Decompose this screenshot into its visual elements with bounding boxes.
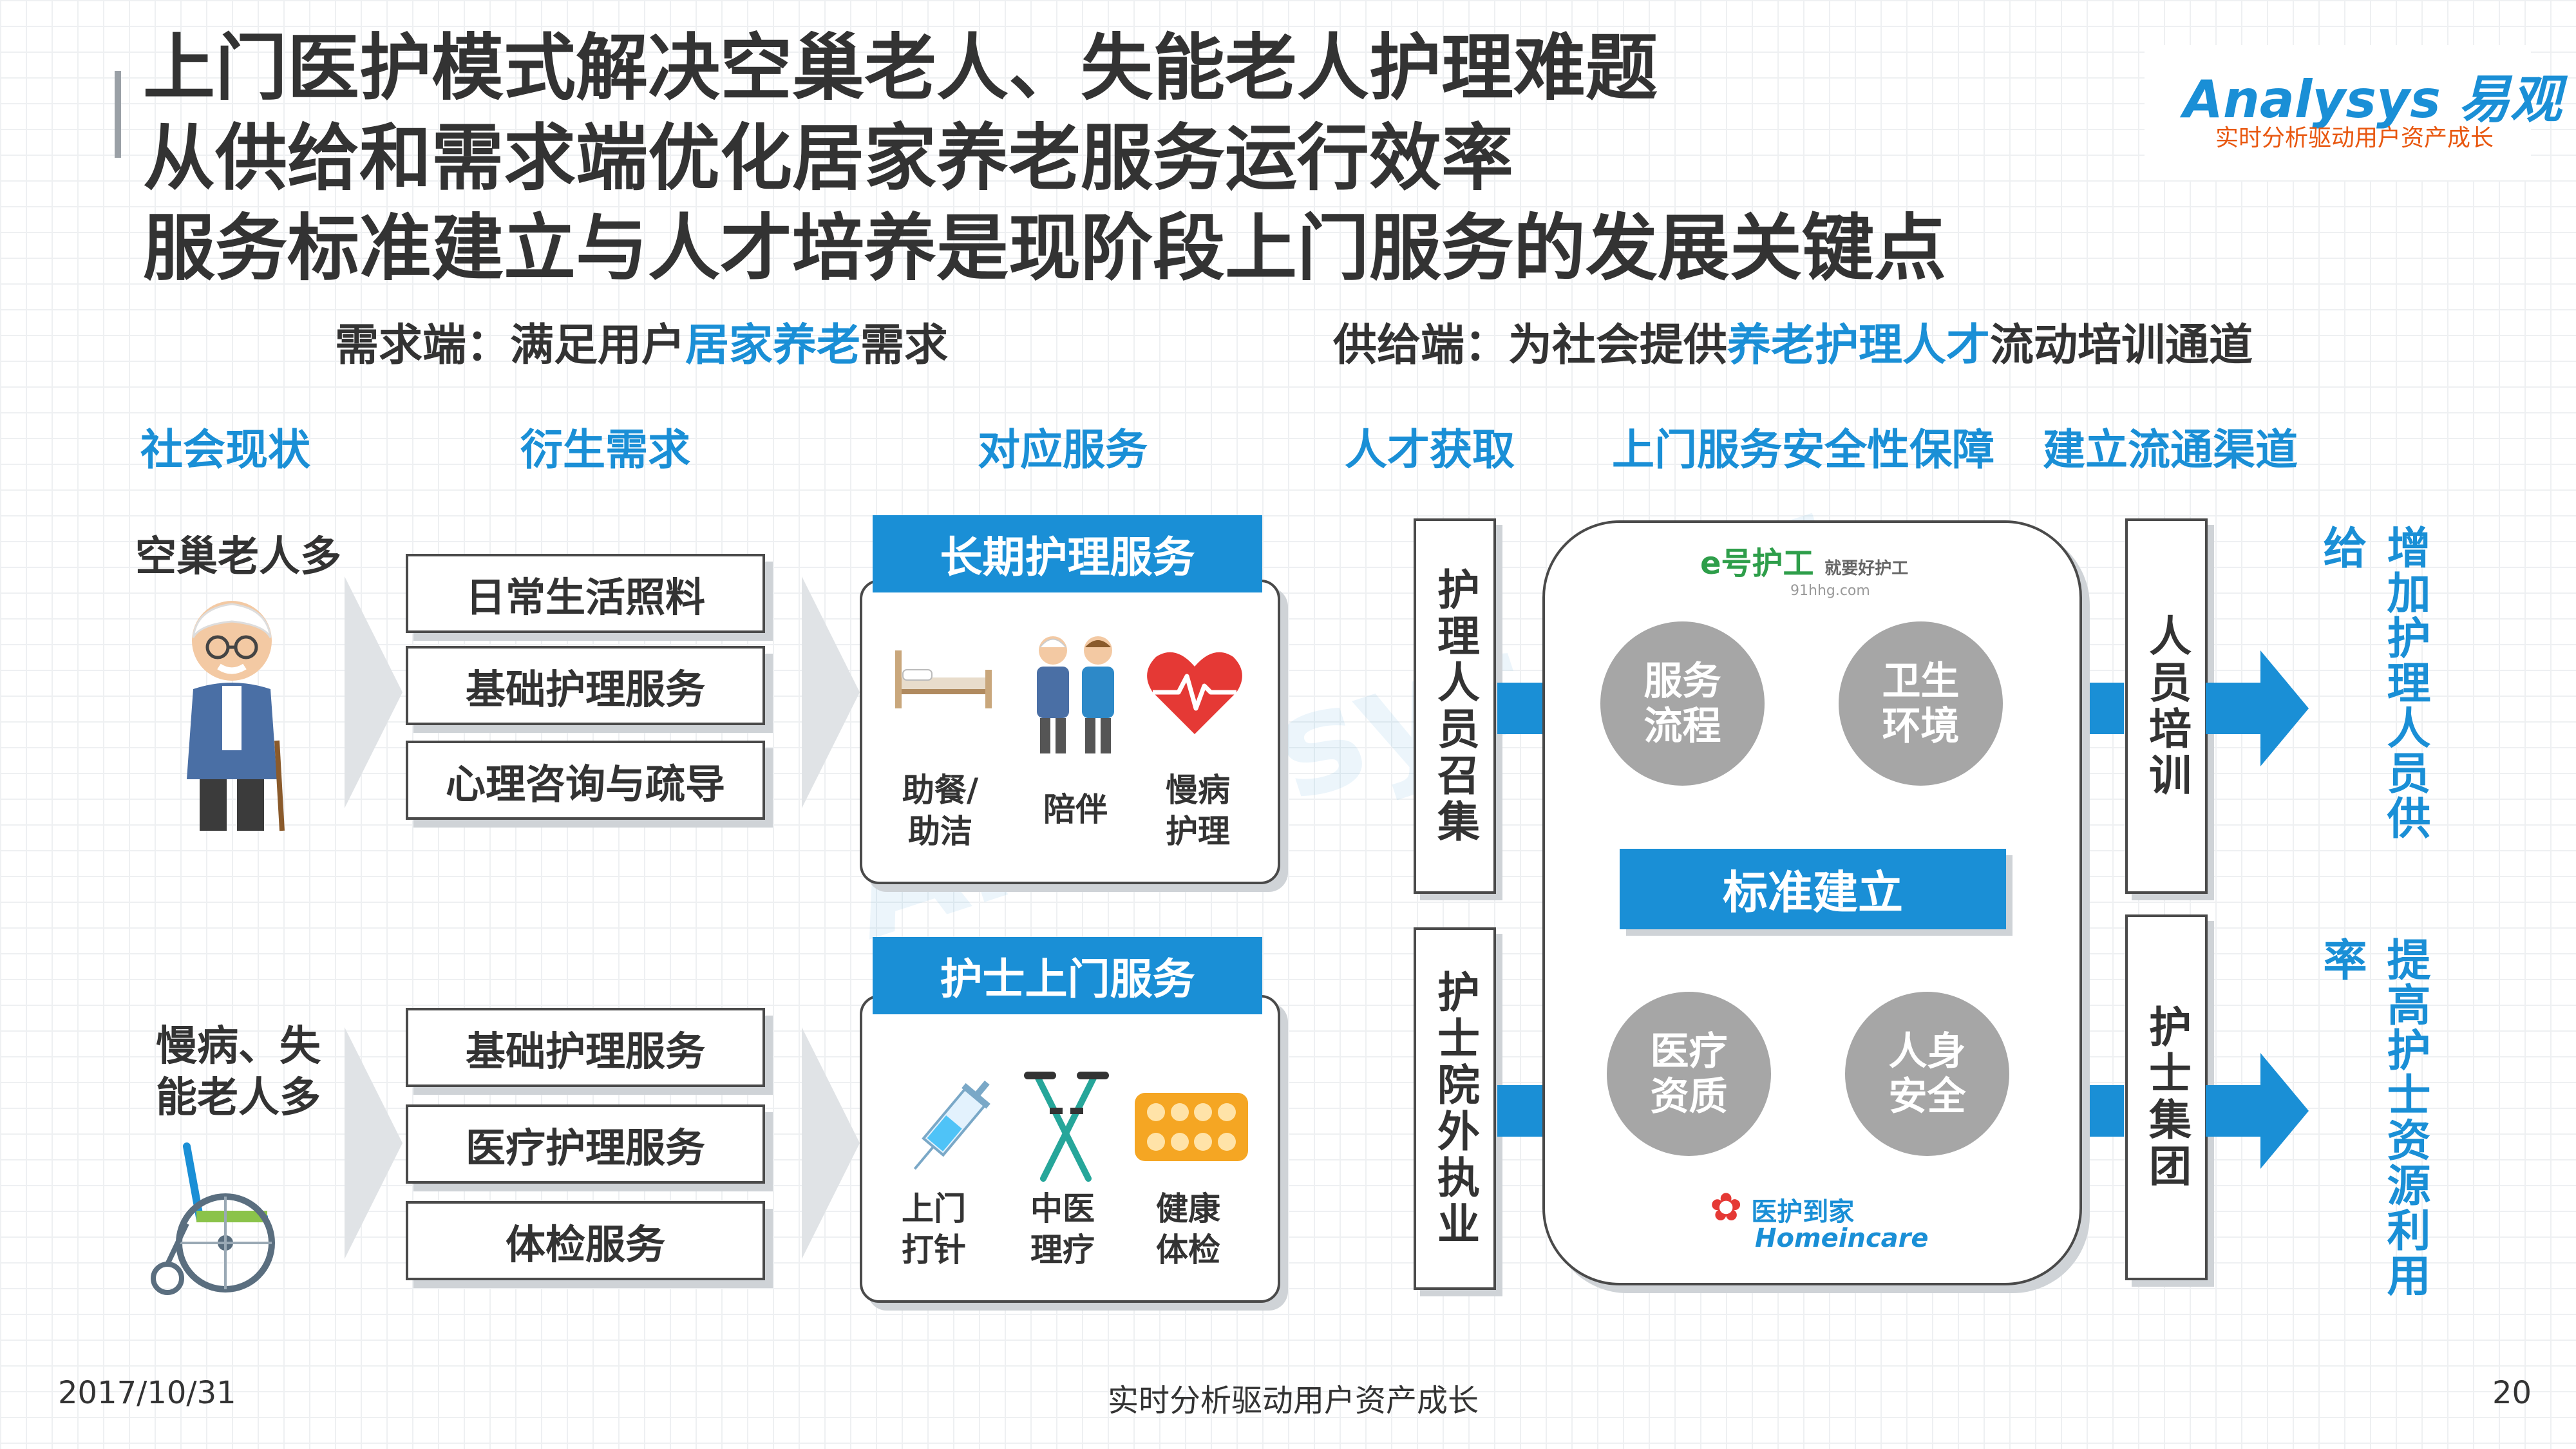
column-channels: 建立流通渠道 <box>2043 425 2298 475</box>
nurse-visit-title: 护士上门服务 <box>873 937 1262 1014</box>
circle-line: 医疗 <box>1650 1028 1728 1074</box>
service-label-line: 陪伴 <box>1043 791 1108 828</box>
service-label: 助餐/ 助洁 <box>889 770 992 852</box>
column-social-status: 社会现状 <box>140 425 310 475</box>
service-label-line: 助洁 <box>908 813 972 850</box>
title-line-3: 服务标准建立与人才培养是现阶段上门服务的发展关键点 <box>143 207 1946 290</box>
outcome-top: 增加护理人员供给 <box>2309 525 2436 873</box>
safety-circle: 人身安全 <box>1845 992 2009 1156</box>
crutches-icon <box>1018 1069 1114 1188</box>
status-empty-nest: 空巢老人多 <box>135 533 341 581</box>
title-accent-bar <box>115 71 121 158</box>
talent-recruit-label: 护理人员召集 <box>1430 567 1480 846</box>
channel-training-label: 人员培训 <box>2142 613 2192 799</box>
bed-icon <box>889 638 998 717</box>
service-label-line: 理疗 <box>1030 1231 1095 1269</box>
long-term-care-box <box>860 580 1280 884</box>
status-chronic-disabled: 慢病、失 能老人多 <box>109 1021 367 1124</box>
page-number: 20 <box>2492 1375 2532 1411</box>
service-label: 上门 打针 <box>882 1188 985 1271</box>
partner-url: 91hhg.com <box>1790 583 1870 599</box>
partner-name: 医护到家 <box>1751 1197 1855 1227</box>
talent-nurse-box: 护士院外执业 <box>1414 927 1496 1290</box>
column-talent: 人才获取 <box>1345 425 1515 475</box>
long-term-care-title: 长期护理服务 <box>873 515 1262 592</box>
partner-slogan: 就要好护工 <box>1824 559 1909 578</box>
elderly-man-icon <box>167 592 296 840</box>
circle-line: 流程 <box>1643 703 1721 749</box>
heart-pulse-icon <box>1143 647 1246 740</box>
outcome-top-label: 增加护理人员供给 <box>2315 525 2430 840</box>
service-label: 健康 体检 <box>1137 1188 1240 1271</box>
logo-wordmark: Analysys 易观 <box>2183 70 2562 129</box>
service-label: 慢病 护理 <box>1146 770 1249 852</box>
service-label-line: 护理 <box>1166 813 1230 850</box>
wheelchair-icon <box>142 1133 309 1303</box>
partner-brand: Homeincare <box>1755 1224 1929 1253</box>
safety-circle: 服务流程 <box>1600 621 1765 786</box>
partner-name: e号护工 <box>1700 545 1814 582</box>
partner-logo-ehugong: e号护工 就要好护工 91hhg.com <box>1700 538 1908 599</box>
channel-training-box: 人员培训 <box>2125 518 2208 894</box>
connector-bar <box>1497 1085 1546 1137</box>
service-label-line: 助餐/ <box>902 772 979 809</box>
need-item: 体检服务 <box>406 1201 765 1280</box>
column-services: 对应服务 <box>978 425 1148 475</box>
title-line-2: 从供给和需求端优化居家养老服务运行效率 <box>143 117 1513 200</box>
syringe-icon <box>902 1069 998 1188</box>
circle-line: 卫生 <box>1882 658 1960 704</box>
safety-circle: 医疗资质 <box>1607 992 1771 1156</box>
channel-nurse-group-label: 护士集团 <box>2142 1005 2192 1190</box>
connector-bar <box>2079 1085 2124 1137</box>
need-item: 医疗护理服务 <box>406 1104 765 1184</box>
footer-date: 2017/10/31 <box>58 1375 236 1411</box>
flow-chevron <box>802 576 860 808</box>
flow-chevron <box>802 1027 860 1259</box>
circle-line: 环境 <box>1882 703 1960 749</box>
column-derived-needs: 衍生需求 <box>520 425 690 475</box>
service-label-line: 上门 <box>902 1190 966 1227</box>
outcome-arrow <box>2206 1053 2309 1171</box>
title-line-1: 上门医护模式解决空巢老人、失能老人护理难题 <box>143 26 1658 110</box>
brand-logo <box>2145 45 2531 180</box>
need-item: 基础护理服务 <box>406 1008 765 1087</box>
status-line: 能老人多 <box>156 1074 321 1122</box>
service-label-line: 健康 <box>1156 1190 1220 1227</box>
flower-icon: ✿ <box>1710 1185 1743 1230</box>
flow-chevron <box>345 576 402 808</box>
outcome-arrow <box>2206 650 2309 769</box>
need-item: 日常生活照料 <box>406 554 765 633</box>
footer-slogan: 实时分析驱动用户资产成长 <box>1108 1383 1479 1419</box>
circle-line: 安全 <box>1888 1074 1966 1119</box>
service-label-line: 中医 <box>1030 1190 1095 1227</box>
partner-logo-homeincare: ✿ 医护到家 Homeincare <box>1710 1185 1929 1253</box>
status-line: 慢病、失 <box>156 1023 321 1070</box>
need-item: 心理咨询与疏导 <box>406 741 765 820</box>
connector-bar <box>1497 683 1546 734</box>
service-label-line: 打针 <box>902 1231 966 1269</box>
channel-nurse-group-box: 护士集团 <box>2125 914 2208 1280</box>
service-label-line: 慢病 <box>1166 772 1230 809</box>
circle-line: 服务 <box>1643 658 1721 704</box>
safety-circle: 卫生环境 <box>1839 621 2003 786</box>
need-item: 基础护理服务 <box>406 646 765 725</box>
outcome-bottom: 提高护士资源利用率 <box>2309 937 2436 1336</box>
pill-pack-icon <box>1133 1092 1249 1165</box>
circle-line: 人身 <box>1888 1028 1966 1074</box>
column-safety: 上门服务安全性保障 <box>1612 425 1994 475</box>
service-label-line: 体检 <box>1156 1231 1220 1269</box>
service-label: 中医 理疗 <box>1011 1188 1114 1271</box>
supply-heading: 供给端：为社会提供养老护理人才流动培训通道 <box>1333 320 2253 371</box>
talent-recruit-box: 护理人员召集 <box>1414 518 1496 894</box>
flow-chevron <box>345 1027 402 1259</box>
circle-line: 资质 <box>1650 1074 1728 1119</box>
talent-nurse-label: 护士院外执业 <box>1430 969 1480 1248</box>
service-label: 陪伴 <box>1024 789 1127 830</box>
connector-bar <box>2079 683 2124 734</box>
elderly-couple-icon <box>1024 628 1127 759</box>
logo-tagline: 实时分析驱动用户资产成长 <box>2215 125 2494 151</box>
demand-heading: 需求端：满足用户居家养老需求 <box>335 320 949 371</box>
standard-banner: 标准建立 <box>1620 849 2006 929</box>
outcome-bottom-label: 提高护士资源利用率 <box>2315 937 2430 1298</box>
